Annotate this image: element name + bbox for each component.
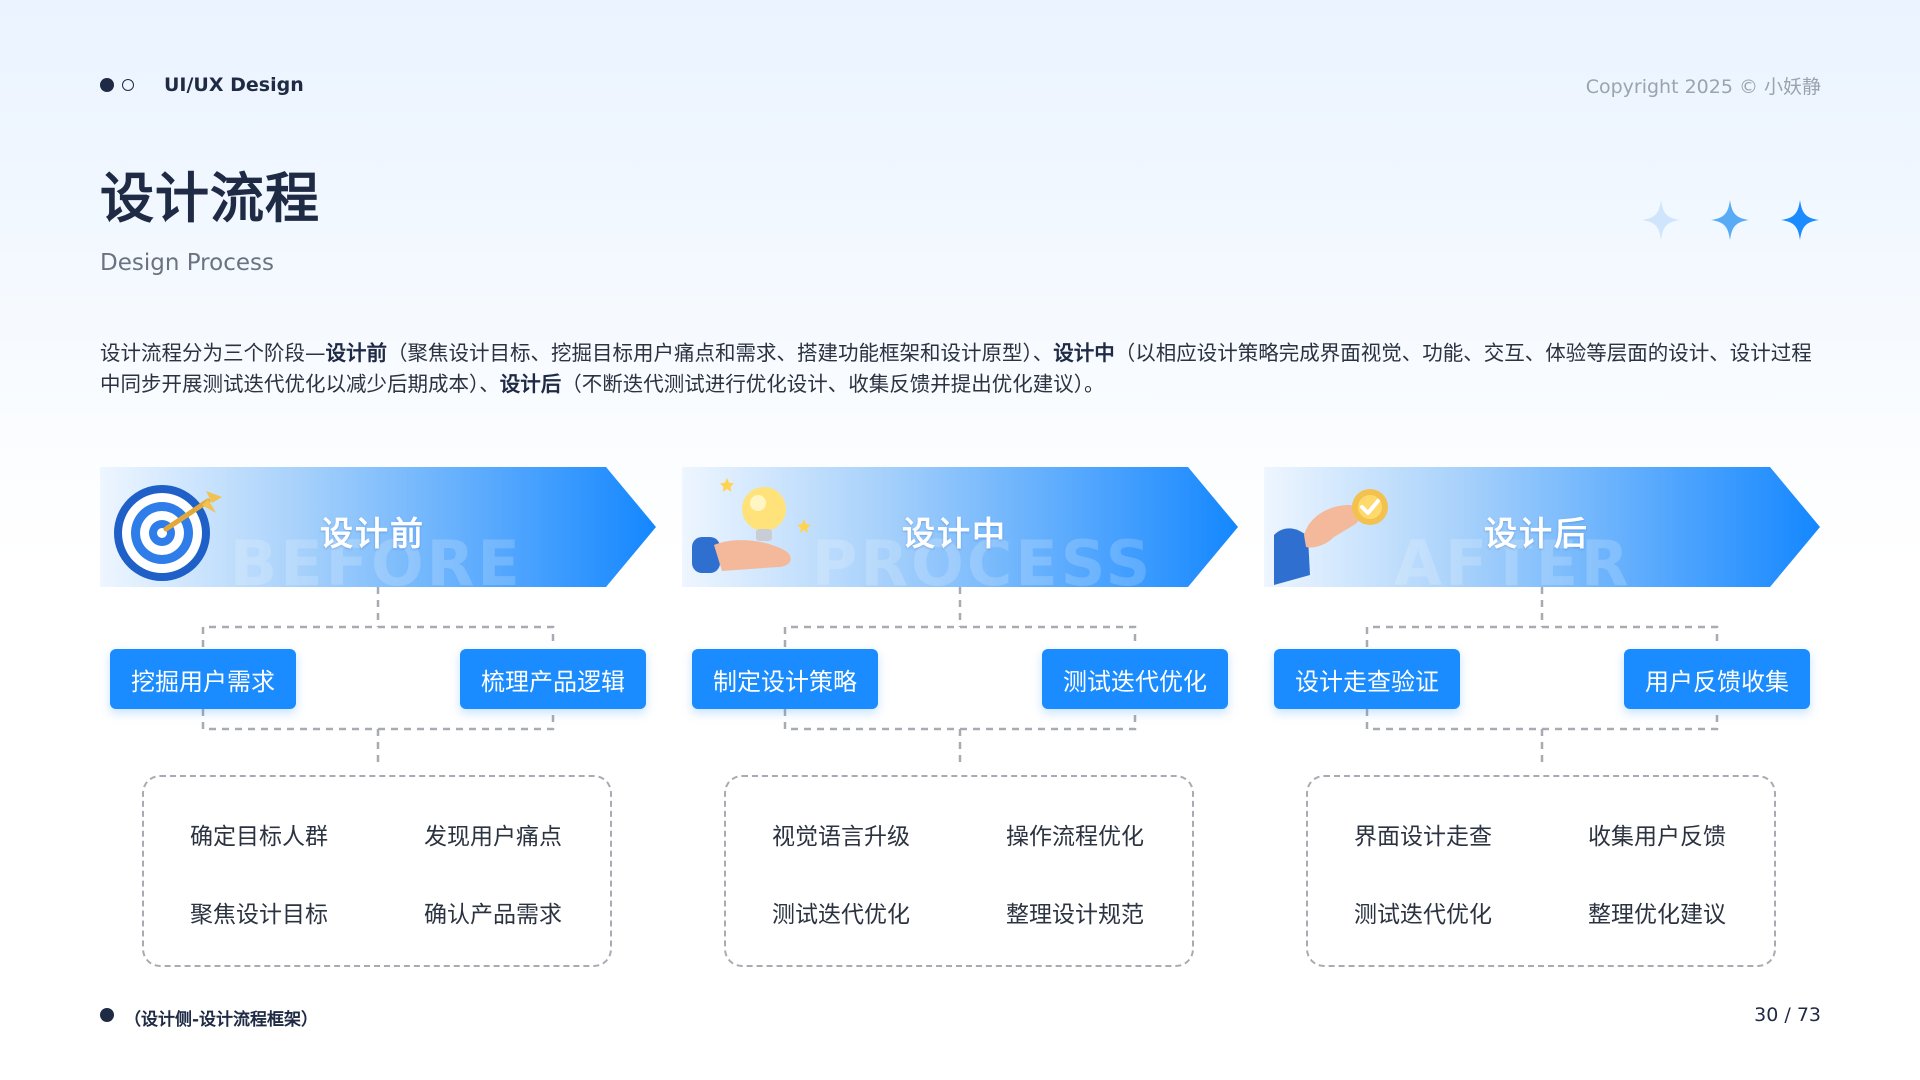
phase-tag: 用户反馈收集	[1624, 649, 1810, 709]
detail-item: 测试迭代优化	[772, 902, 910, 928]
detail-item: 界面设计走查	[1354, 824, 1492, 850]
phase-process: PROCESS 设计中 制定设计策略 测试迭代优化 视觉语言升级 操作流程优化 …	[682, 467, 1238, 967]
phase-title: 设计前	[320, 514, 425, 553]
detail-item: 操作流程优化	[1006, 824, 1144, 850]
dashed-connectors	[783, 587, 1137, 767]
detail-item: 整理设计规范	[1006, 902, 1144, 928]
detail-item: 测试迭代优化	[1354, 902, 1492, 928]
lightbulb-hand-icon	[692, 477, 811, 573]
arrow-banner-shape	[682, 467, 1238, 587]
sparkle-icon	[1711, 200, 1749, 240]
detail-item: 整理优化建议	[1588, 902, 1726, 928]
check-coin-hand-icon	[1274, 489, 1388, 585]
sparkle-icon	[1642, 200, 1680, 240]
detail-item: 确认产品需求	[424, 902, 562, 928]
brand: UI/UX Design	[100, 74, 304, 96]
description: 设计流程分为三个阶段—设计前（聚焦设计目标、挖掘目标用户痛点和需求、搭建功能框架…	[100, 341, 1812, 396]
phase-banner: BEFORE 设计前	[100, 467, 656, 600]
detail-item: 发现用户痛点	[424, 824, 562, 850]
phase-banner: PROCESS 设计中	[682, 467, 1238, 600]
phase-tag: 设计走查验证	[1274, 649, 1460, 709]
page-number: 30 / 73	[1754, 1004, 1821, 1026]
filled-dot-icon	[100, 78, 114, 92]
sparkle-icons	[1642, 200, 1819, 240]
page-subtitle: Design Process	[100, 250, 274, 276]
ring-dot-icon	[122, 79, 134, 91]
phase-watermark: BEFORE	[230, 527, 523, 600]
brand-label: UI/UX Design	[164, 74, 304, 96]
phase-banner: AFTER 设计后	[1264, 467, 1820, 600]
arrow-banner-shape	[100, 467, 656, 587]
phase-watermark: AFTER	[1394, 527, 1632, 600]
arrow-banner-shape	[1264, 467, 1820, 587]
footer-dot-icon	[100, 1008, 114, 1022]
phase-tag: 梳理产品逻辑	[460, 649, 646, 709]
detail-item: 确定目标人群	[190, 824, 328, 850]
phase-after: AFTER 设计后 设计走查验证 用户反馈收集 界面设计走查 收集用户反馈 测试…	[1264, 467, 1820, 967]
phase-details: 视觉语言升级 操作流程优化 测试迭代优化 整理设计规范	[724, 775, 1194, 967]
phase-details: 确定目标人群 发现用户痛点 聚焦设计目标 确认产品需求	[142, 775, 612, 967]
detail-item: 视觉语言升级	[772, 824, 910, 850]
footer-section-label: （设计侧-设计流程框架）	[124, 1010, 319, 1030]
phase-tag: 制定设计策略	[692, 649, 878, 709]
phase-watermark: PROCESS	[812, 527, 1154, 600]
phase-details: 界面设计走查 收集用户反馈 测试迭代优化 整理优化建议	[1306, 775, 1776, 967]
phase-title: 设计中	[902, 514, 1007, 553]
phase-tag: 测试迭代优化	[1042, 649, 1228, 709]
copyright: Copyright 2025 © 小妖静	[1585, 76, 1821, 98]
phase-before: BEFORE 设计前 挖掘用户需求 梳理产品逻辑 确定目标人群 发现用户痛点 聚…	[100, 467, 656, 967]
detail-item: 收集用户反馈	[1588, 824, 1726, 850]
sparkle-icon	[1781, 200, 1819, 240]
phase-tag: 挖掘用户需求	[110, 649, 296, 709]
page-title: 设计流程	[100, 167, 320, 230]
target-dart-icon	[114, 485, 222, 581]
dashed-connectors	[201, 587, 555, 767]
detail-item: 聚焦设计目标	[190, 902, 328, 928]
phase-title: 设计后	[1484, 514, 1589, 553]
dashed-connectors	[1365, 587, 1719, 767]
